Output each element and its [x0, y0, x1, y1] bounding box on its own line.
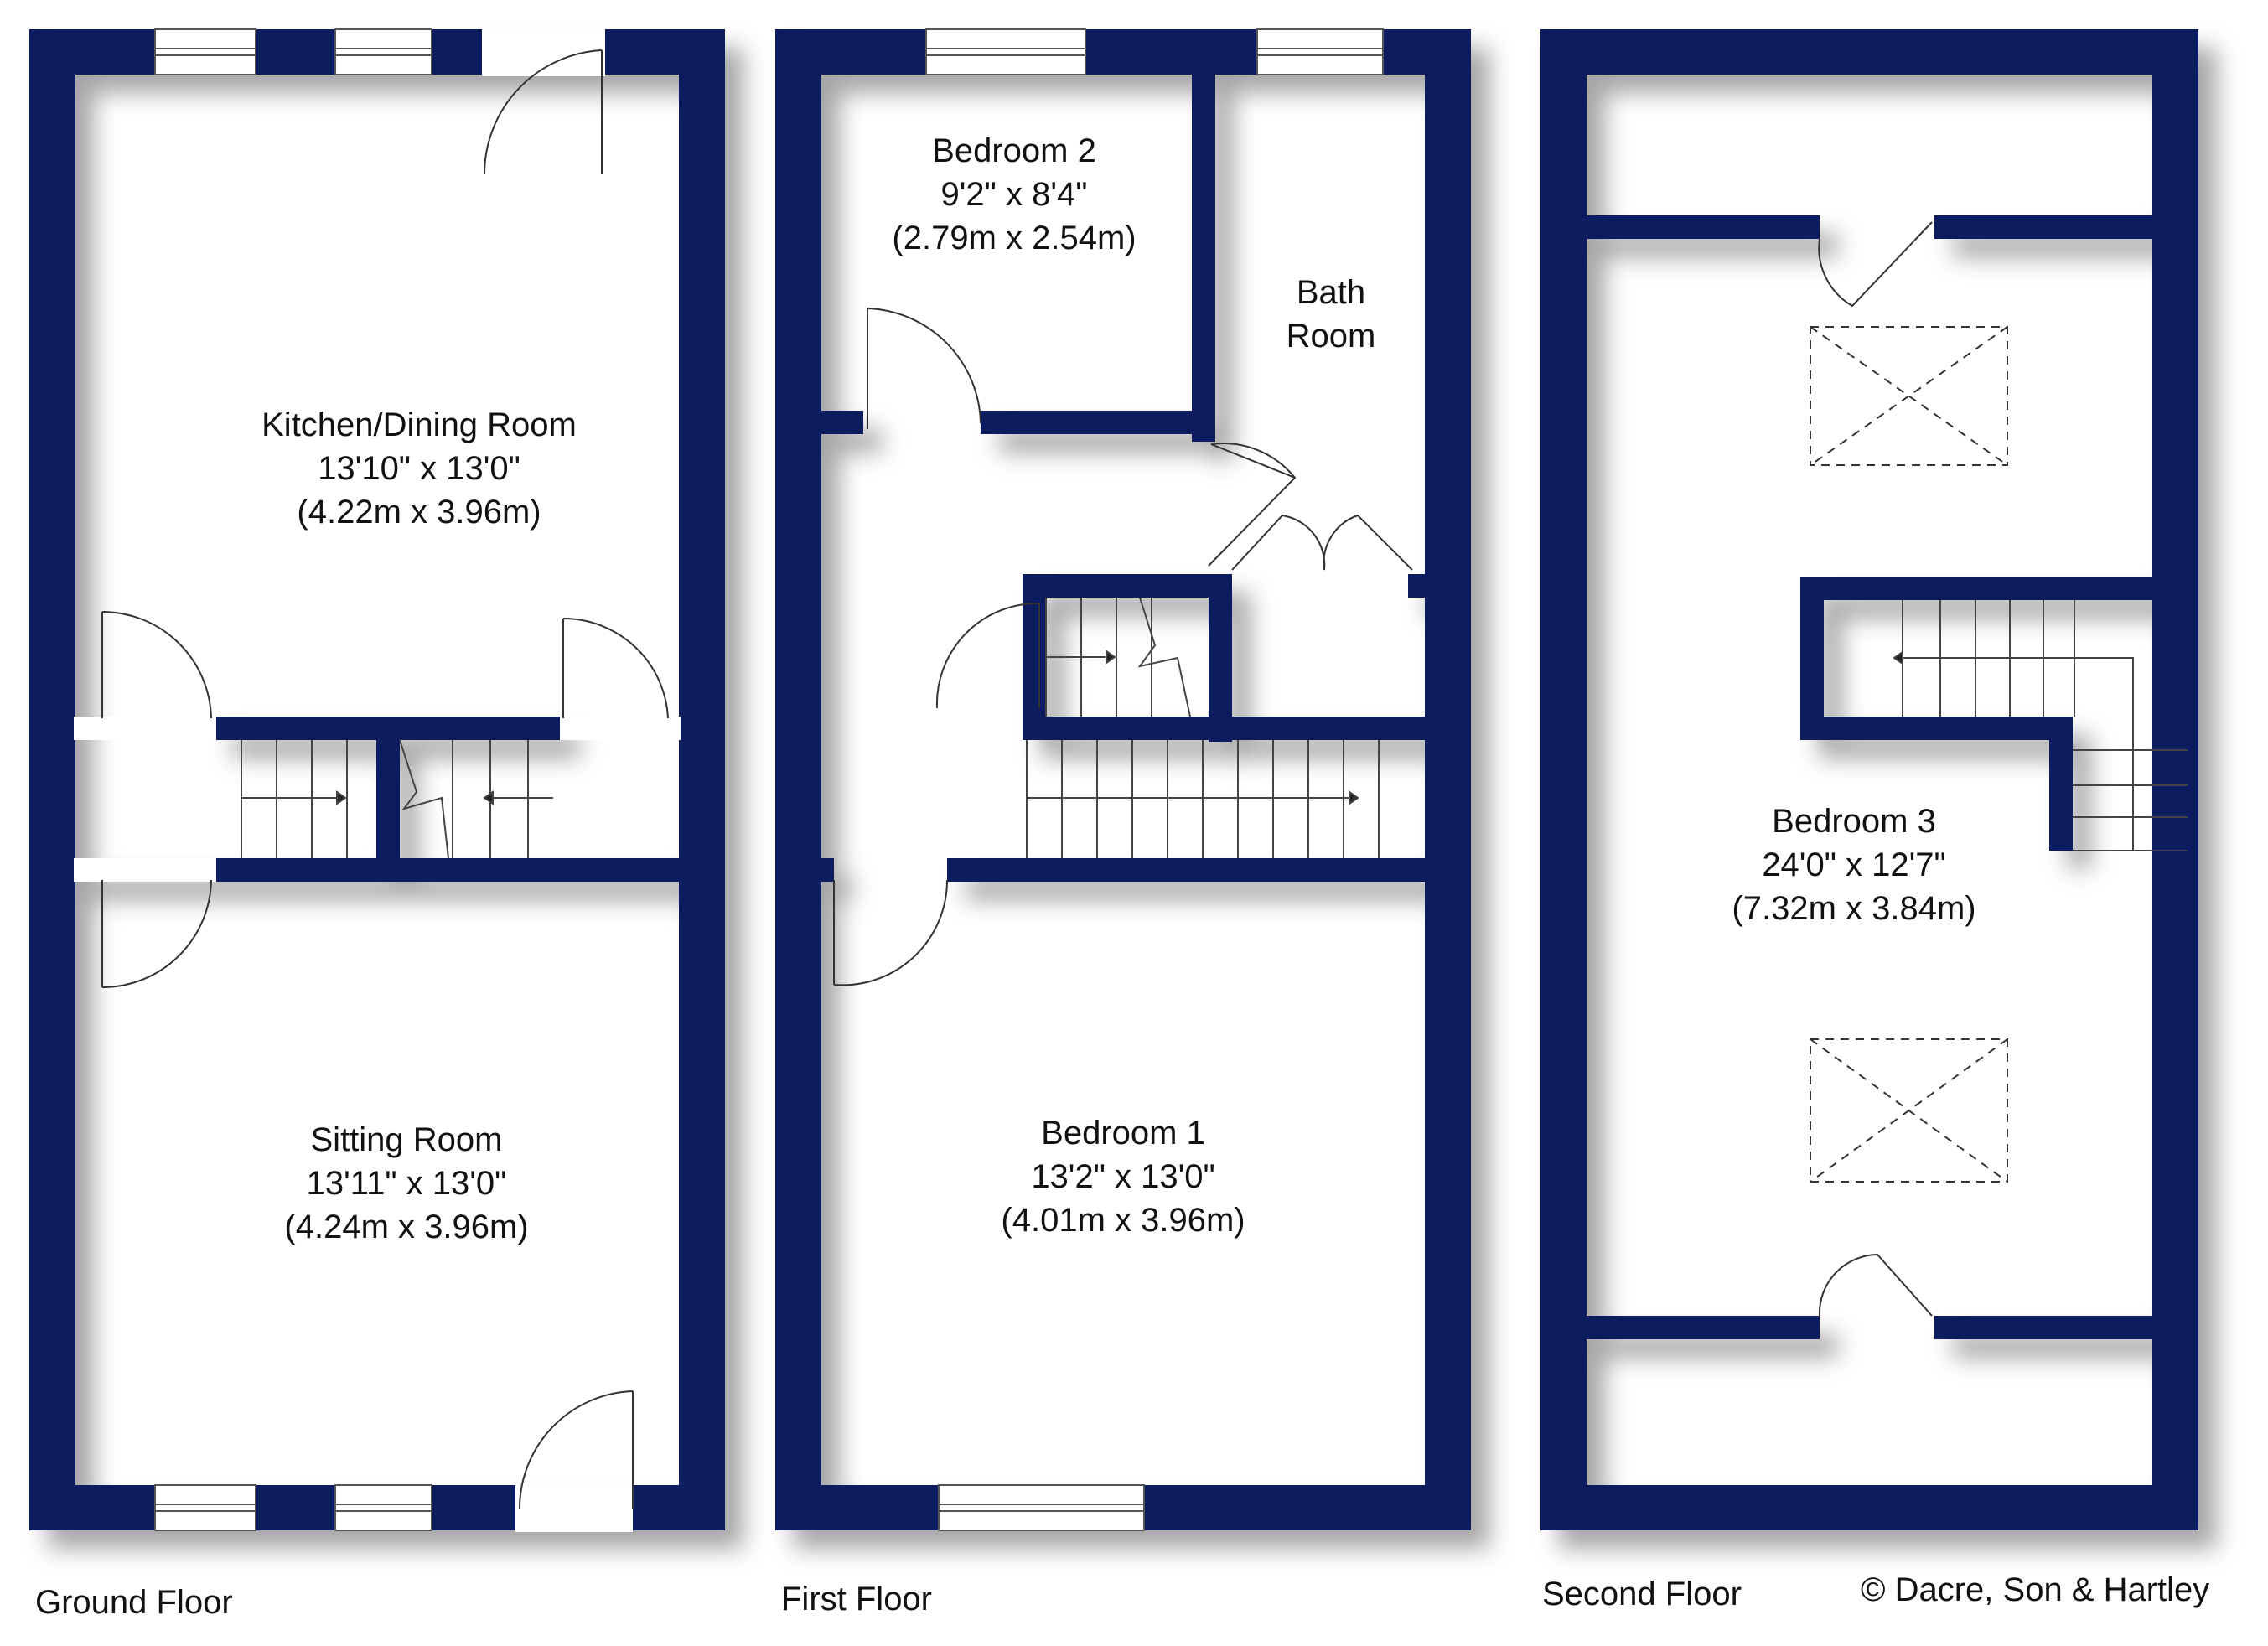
first-floor-stairs — [1026, 597, 1380, 858]
floor-caption-second: Second Floor — [1542, 1576, 1742, 1612]
second-floor-doors — [1818, 221, 1933, 1317]
ground-floor-stairs — [241, 739, 553, 859]
second-floor-stairs — [1893, 600, 2188, 851]
room-size-imperial: 9'2" x 8'4" — [941, 176, 1088, 213]
room-label-bedroom-3: Bedroom 3 24'0" x 12'7" (7.32m x 3.84m) — [1732, 803, 1975, 927]
room-label-sitting-room: Sitting Room 13'11" x 13'0" (4.24m x 3.9… — [284, 1121, 528, 1245]
room-name: Kitchen/Dining Room — [261, 406, 577, 443]
room-name-line-2: Room — [1287, 318, 1376, 355]
room-size-metric: (7.32m x 3.84m) — [1732, 890, 1975, 927]
first-floor-plan — [775, 28, 1471, 1531]
room-size-imperial: 13'2" x 13'0" — [1031, 1158, 1214, 1195]
room-label-bath-room: Bath Room — [1287, 274, 1376, 355]
room-size-imperial: 13'11" x 13'0" — [307, 1165, 507, 1202]
room-size-metric: (4.24m x 3.96m) — [284, 1209, 528, 1245]
room-label-kitchen-dining: Kitchen/Dining Room 13'10" x 13'0" (4.22… — [261, 406, 577, 531]
ground-floor-openings — [74, 28, 681, 1532]
room-label-bedroom-2: Bedroom 2 9'2" x 8'4" (2.79m x 2.54m) — [892, 132, 1136, 256]
second-floor-plan — [1540, 29, 2198, 1530]
room-size-metric: (4.01m x 3.96m) — [1001, 1202, 1245, 1239]
ground-floor-walls — [29, 29, 725, 1530]
second-floor-walls — [1540, 29, 2198, 1530]
room-name: Bedroom 2 — [932, 132, 1096, 169]
floor-caption-ground: Ground Floor — [35, 1584, 233, 1621]
first-floor-window-glazing — [926, 48, 1383, 1512]
room-name: Bath — [1297, 274, 1365, 311]
skylight-upper — [1810, 326, 2008, 466]
floor-caption-first: First Floor — [781, 1581, 932, 1618]
ground-floor-window-glazing — [155, 48, 432, 1512]
room-size-metric: (4.22m x 3.96m) — [297, 494, 541, 531]
ground-floor-doors — [101, 49, 669, 1509]
room-name: Sitting Room — [311, 1121, 503, 1158]
first-floor-openings — [925, 28, 1384, 1531]
room-size-metric: (2.79m x 2.54m) — [892, 220, 1136, 256]
room-label-bedroom-1: Bedroom 1 13'2" x 13'0" (4.01m x 3.96m) — [1001, 1115, 1245, 1239]
ground-floor-plan — [29, 28, 725, 1532]
room-size-imperial: 24'0" x 12'7" — [1762, 846, 1945, 883]
room-name: Bedroom 1 — [1041, 1115, 1205, 1152]
room-name: Bedroom 3 — [1772, 803, 1936, 840]
first-floor-doors — [833, 308, 1413, 986]
skylight-lower — [1810, 1038, 2008, 1183]
copyright-notice: © Dacre, Son & Hartley — [1861, 1571, 2210, 1608]
room-size-imperial: 13'10" x 13'0" — [318, 450, 520, 487]
